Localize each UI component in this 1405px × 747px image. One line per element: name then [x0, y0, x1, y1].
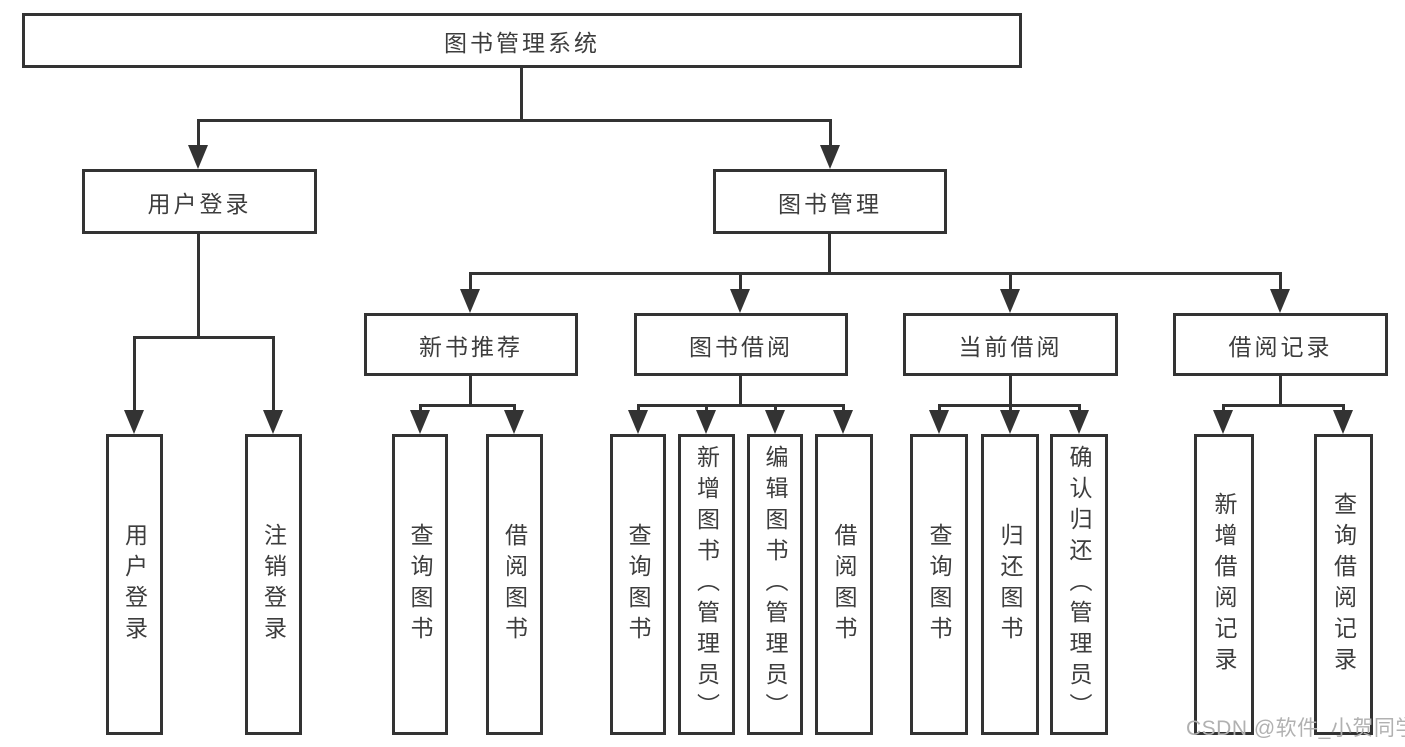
- leaf-query-books-current: 查询图书: [910, 434, 968, 735]
- node-new-book-recommend: 新书推荐: [364, 313, 578, 376]
- connector-root-bar: [197, 119, 832, 122]
- csdn-watermark: CSDN @软件_小贺同学: [1186, 717, 1405, 740]
- node-label: 借阅图书: [831, 522, 857, 647]
- arrowhead-icon: [263, 410, 283, 434]
- connector-g4-stem1: [1222, 404, 1225, 414]
- node-label: 图书借阅: [689, 333, 793, 360]
- connector-g3-stem1: [938, 404, 941, 414]
- connector-g2-stem2: [705, 404, 708, 414]
- connector-g2-bar: [637, 404, 845, 407]
- arrowhead-icon: [1333, 410, 1353, 434]
- connector-g1-stem2: [513, 404, 516, 414]
- connector-g1-bar: [419, 404, 516, 407]
- connector-g2-stem1: [637, 404, 640, 414]
- node-label: 图书管理: [778, 190, 882, 217]
- connector-root-right-stem: [829, 119, 832, 149]
- node-label: 新书推荐: [419, 333, 523, 360]
- connector-userlogin-stub: [197, 234, 200, 338]
- connector-g2-stem3: [774, 404, 777, 414]
- node-root: 图书管理系统: [22, 13, 1022, 68]
- arrowhead-icon: [765, 410, 785, 434]
- connector-userlogin-stem1: [133, 336, 136, 414]
- arrowhead-icon: [730, 289, 750, 313]
- leaf-query-books-borrow: 查询图书: [610, 434, 666, 735]
- leaf-confirm-return-admin: 确认归还（管理员）: [1050, 434, 1108, 735]
- leaf-query-books-recommend: 查询图书: [392, 434, 448, 735]
- leaf-borrow-books-recommend: 借阅图书: [486, 434, 543, 735]
- leaf-user-login: 用户登录: [106, 434, 163, 735]
- connector-g4-stem2: [1342, 404, 1345, 414]
- node-label: 注销登录: [260, 522, 287, 647]
- connector-g1-stub: [469, 376, 472, 407]
- node-label: 当前借阅: [958, 333, 1063, 360]
- arrowhead-icon: [504, 410, 524, 434]
- connector-bookmgmt-bar: [469, 272, 1282, 275]
- leaf-add-books-admin: 新增图书（管理员）: [678, 434, 735, 735]
- connector-bookmgmt-stem1: [469, 272, 472, 293]
- connector-g2-stem4: [842, 404, 845, 414]
- node-label: 归还图书: [997, 522, 1023, 647]
- leaf-return-books: 归还图书: [981, 434, 1039, 735]
- node-label: 编辑图书（管理员）: [762, 445, 788, 724]
- node-label: 查询图书: [926, 522, 952, 647]
- connector-root-stub: [520, 68, 523, 121]
- connector-root-left-stem: [197, 119, 200, 149]
- arrowhead-icon: [1213, 410, 1233, 434]
- arrowhead-icon: [1270, 289, 1290, 313]
- node-book-borrow: 图书借阅: [634, 313, 848, 376]
- node-user-login: 用户登录: [82, 169, 317, 234]
- arrowhead-icon: [628, 410, 648, 434]
- node-label: 查询图书: [407, 522, 433, 647]
- arrowhead-icon: [1000, 410, 1020, 434]
- node-label: 用户登录: [147, 190, 252, 217]
- node-label: 借阅记录: [1228, 333, 1333, 360]
- connector-bookmgmt-stem4: [1279, 272, 1282, 293]
- connector-g3-stem3: [1078, 404, 1081, 414]
- arrowhead-icon: [833, 410, 853, 434]
- connector-g4-stub: [1279, 376, 1282, 407]
- node-book-mgmt: 图书管理: [713, 169, 947, 234]
- node-label: 查询借阅记录: [1330, 491, 1357, 678]
- leaf-add-borrow-record: 新增借阅记录: [1194, 434, 1254, 735]
- connector-g3-stub: [1009, 376, 1012, 407]
- leaf-edit-books-admin: 编辑图书（管理员）: [747, 434, 803, 735]
- connector-bookmgmt-stem2: [739, 272, 742, 293]
- node-label: 新增图书（管理员）: [693, 445, 720, 724]
- node-label: 新增借阅记录: [1211, 491, 1237, 678]
- connector-userlogin-stem2: [272, 336, 275, 414]
- node-borrow-records: 借阅记录: [1173, 313, 1388, 376]
- connector-bookmgmt-stem3: [1009, 272, 1012, 293]
- arrowhead-icon: [460, 289, 480, 313]
- leaf-logout: 注销登录: [245, 434, 302, 735]
- connector-g3-stem2: [1009, 404, 1012, 414]
- arrowhead-icon: [1069, 410, 1089, 434]
- leaf-query-borrow-record: 查询借阅记录: [1314, 434, 1373, 735]
- node-label: 借阅图书: [501, 522, 528, 647]
- arrowhead-icon: [124, 410, 144, 434]
- arrowhead-icon: [696, 410, 716, 434]
- connector-g1-stem1: [419, 404, 422, 414]
- node-label: 查询图书: [625, 522, 651, 647]
- arrowhead-icon: [1000, 289, 1020, 313]
- leaf-borrow-books: 借阅图书: [815, 434, 873, 735]
- arrowhead-icon: [820, 145, 840, 169]
- node-label: 图书管理系统: [444, 29, 600, 56]
- node-current-borrow: 当前借阅: [903, 313, 1118, 376]
- connector-g2-stub: [739, 376, 742, 407]
- connector-userlogin-bar: [133, 336, 275, 339]
- connector-bookmgmt-stub: [828, 234, 831, 275]
- arrowhead-icon: [188, 145, 208, 169]
- arrowhead-icon: [929, 410, 949, 434]
- node-label: 确认归还（管理员）: [1066, 445, 1092, 724]
- arrowhead-icon: [410, 410, 430, 434]
- node-label: 用户登录: [121, 522, 148, 647]
- connector-g4-bar: [1222, 404, 1345, 407]
